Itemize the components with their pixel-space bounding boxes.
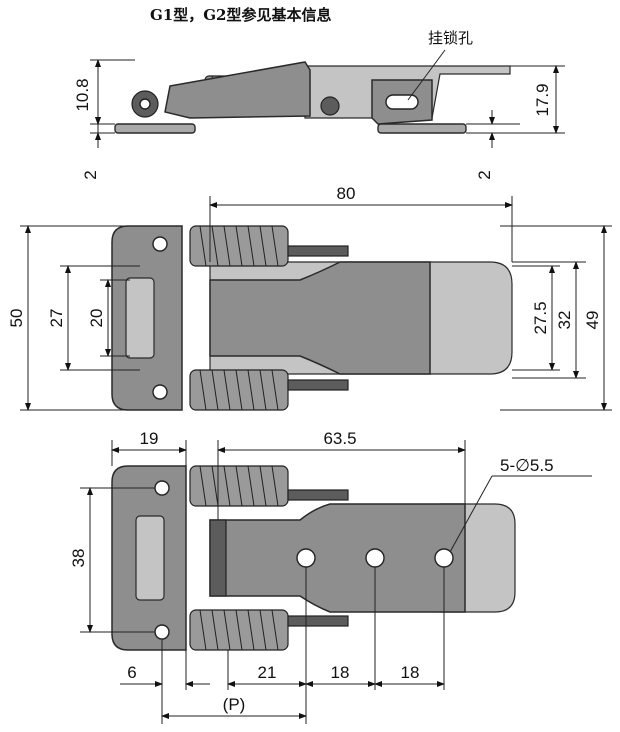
- pivot-hole: [139, 98, 151, 110]
- drawing-title: G1型，G2型参见基本信息: [150, 6, 332, 24]
- rod-lower: [287, 379, 349, 391]
- dim-17-9: 17.9: [533, 83, 552, 116]
- dim-10-8: 10.8: [73, 78, 92, 111]
- lever-top: [209, 261, 431, 375]
- frame-hole-plan-top: [154, 480, 170, 496]
- dim-63-5: 63.5: [323, 429, 356, 448]
- hole-callout: 5-∅5.5: [500, 456, 554, 475]
- right-base-plate: [377, 123, 467, 134]
- dim-80: 80: [337, 184, 356, 203]
- dim-6: 6: [127, 663, 136, 682]
- keeper-pin: [320, 96, 340, 116]
- top-spring-lower: [189, 369, 289, 411]
- frame-hole-bottom: [152, 384, 168, 400]
- dim-50: 50: [7, 309, 26, 328]
- dim-27-5: 27.5: [531, 301, 550, 334]
- dim-20: 20: [87, 309, 106, 328]
- mount-hole-2: [365, 548, 385, 568]
- dim-18-a: 18: [331, 663, 350, 682]
- dim-49: 49: [583, 311, 602, 330]
- frame-window: [125, 277, 155, 359]
- lock-hole-label: 挂锁孔: [428, 29, 473, 47]
- lever-pin-plan: [209, 519, 227, 597]
- rod-upper: [287, 245, 349, 257]
- dim-p: (P): [223, 695, 246, 714]
- dim-27: 27: [47, 309, 66, 328]
- left-base-plate: [114, 123, 196, 134]
- plan-spring-upper: [189, 465, 289, 507]
- dim-18-b: 18: [401, 663, 420, 682]
- lock-hole-icon: [385, 94, 419, 110]
- mount-hole-1: [296, 548, 316, 568]
- frame-window-plan: [135, 515, 165, 601]
- top-spring-upper: [189, 225, 289, 267]
- plan-view: 19 63.5 38 6 21 18 18 (P) 5-∅5.5: [69, 429, 592, 724]
- frame-hole-plan-bottom: [154, 624, 170, 640]
- dim-38: 38: [69, 549, 88, 568]
- side-view: 10.8 2 2 17.9 挂锁孔: [73, 29, 565, 180]
- rod-plan-upper: [287, 489, 349, 501]
- dim-19: 19: [140, 429, 159, 448]
- rod-plan-lower: [287, 615, 349, 627]
- lever-body: [164, 61, 311, 119]
- dim-base-left: 2: [81, 170, 100, 179]
- lever-plan: [209, 503, 466, 613]
- dim-21: 21: [258, 663, 277, 682]
- frame-hole-top: [152, 236, 168, 252]
- dim-32: 32: [555, 311, 574, 330]
- dim-base-right: 2: [475, 170, 494, 179]
- plan-spring-lower: [189, 609, 289, 651]
- top-view: 80 50 27 20 27.5 32 49: [7, 184, 612, 411]
